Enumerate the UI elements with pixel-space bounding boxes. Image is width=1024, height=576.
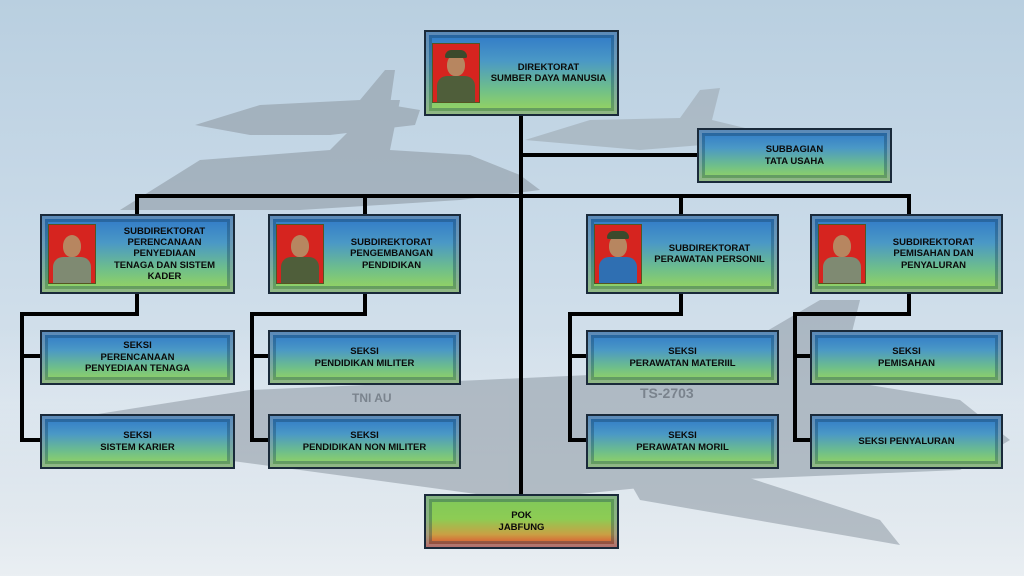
node-seksi-label: SEKSI PENYALURAN [858,435,955,447]
node-seksi-label: SEKSI PENDIDIKAN MILITER [314,346,415,369]
node-seksi: SEKSI PERAWATAN MORIL [586,414,779,469]
node-subbagian-tata-usaha: SUBBAGIAN TATA USAHA [697,128,892,183]
node-subbagian-label: SUBBAGIAN TATA USAHA [764,144,825,167]
node-seksi-label: SEKSI PEMISAHAN [877,346,935,369]
portrait-photo [48,224,96,284]
node-seksi-label: SEKSI PERENCANAAN PENYEDIAAN TENAGA [84,340,191,375]
node-subdir-label: SUBDIREKTORAT PEMISAHAN DAN PENYALURAN [892,236,975,271]
portrait-photo [594,224,642,284]
node-seksi: SEKSI SISTEM KARIER [40,414,235,469]
node-seksi: SEKSI PERAWATAN MATERIIL [586,330,779,385]
node-seksi: SEKSI PERENCANAAN PENYEDIAAN TENAGA [40,330,235,385]
node-seksi: SEKSI PENDIDIKAN NON MILITER [268,414,461,469]
jet-upper-left [120,70,540,210]
node-seksi-label: SEKSI PERAWATAN MATERIIL [629,346,736,369]
node-subdir-label: SUBDIREKTORAT PERENCANAAN PENYEDIAAN TEN… [114,225,215,283]
node-subdir-perawatan: SUBDIREKTORAT PERAWATAN PERSONIL [586,214,779,294]
jet-upper-right [525,88,745,150]
aircraft-marking-serial: TS-2703 [640,385,694,401]
node-subdir-label: SUBDIREKTORAT PENGEMBANGAN PENDIDIKAN [350,236,433,271]
node-subdir-pemisahan: SUBDIREKTORAT PEMISAHAN DAN PENYALURAN [810,214,1003,294]
node-subdir-pengembangan: SUBDIREKTORAT PENGEMBANGAN PENDIDIKAN [268,214,461,294]
node-seksi-label: SEKSI PENDIDIKAN NON MILITER [302,430,427,453]
aircraft-marking-tni-au: TNI AU [352,391,392,405]
node-seksi-label: SEKSI PERAWATAN MORIL [636,430,729,453]
node-pok-jabfung: POK JABFUNG [424,494,619,549]
node-seksi: SEKSI PEMISAHAN [810,330,1003,385]
node-subdir-label: SUBDIREKTORAT PERAWATAN PERSONIL [654,242,765,265]
node-direktorat: DIREKTORAT SUMBER DAYA MANUSIA [424,30,619,116]
node-seksi: SEKSI PENDIDIKAN MILITER [268,330,461,385]
node-seksi-label: SEKSI SISTEM KARIER [100,430,175,453]
node-subdir-perencanaan: SUBDIREKTORAT PERENCANAAN PENYEDIAAN TEN… [40,214,235,294]
node-direktorat-label: DIREKTORAT SUMBER DAYA MANUSIA [490,61,607,84]
node-seksi: SEKSI PENYALURAN [810,414,1003,469]
node-pok-jabfung-label: POK JABFUNG [498,510,545,533]
portrait-photo [818,224,866,284]
portrait-photo [432,43,480,103]
portrait-photo [276,224,324,284]
